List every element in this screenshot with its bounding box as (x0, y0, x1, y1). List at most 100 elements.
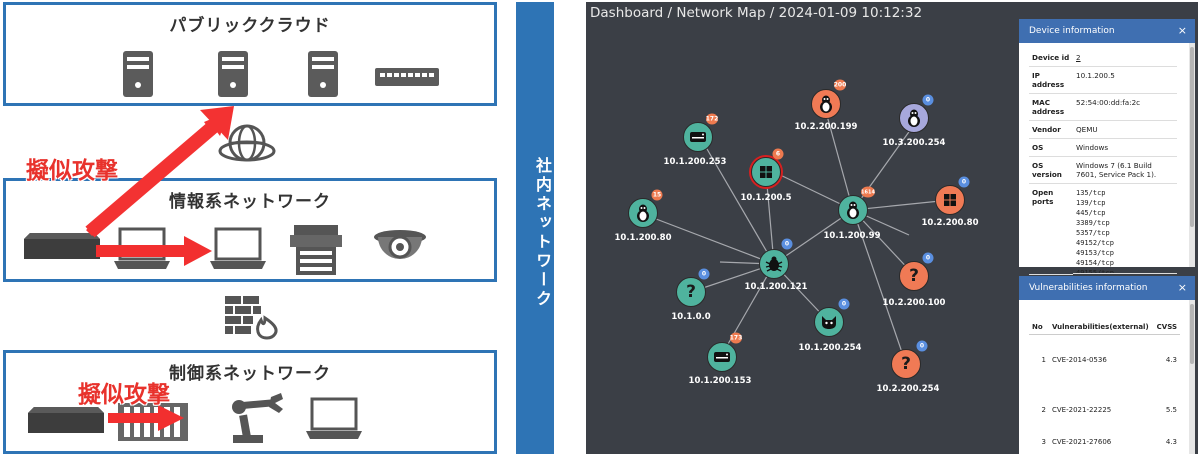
node-10.2.200.254[interactable]: ? (891, 349, 921, 379)
column-header-no[interactable]: No (1029, 320, 1049, 335)
field-label: Device id (1029, 49, 1073, 67)
printer-icon (290, 225, 342, 275)
cve-link[interactable]: CVE-2014-0536 (1052, 355, 1107, 364)
vulnerabilities-panel: Vulnerabilities information × No Vulnera… (1019, 276, 1195, 454)
field-value: Windows 7 (6.1 Build 7601, Service Pack … (1073, 156, 1177, 184)
info-network-zone: 情報系ネットワーク (3, 178, 497, 282)
node-10.1.200.99[interactable] (838, 195, 868, 225)
info-network-title: 情報系ネットワーク (169, 192, 331, 212)
node-label: 10.1.200.5 (740, 193, 792, 203)
attack-arrow (108, 405, 184, 431)
node-10.1.200.254[interactable] (814, 307, 844, 337)
node-10.3.200.254[interactable] (899, 103, 929, 133)
cve-link[interactable]: CVE-2021-22225 (1052, 405, 1112, 414)
node-label: 10.2.200.80 (921, 218, 979, 228)
robot-arm-icon (232, 393, 283, 443)
badge-10.1.200.253: 172 (705, 113, 719, 125)
windows-icon (944, 194, 956, 206)
field-value: Windows (1073, 138, 1177, 157)
attack-arrow (96, 236, 212, 266)
public-cloud-title: パブリッククラウド (169, 16, 331, 36)
row-number: 1 (1041, 355, 1046, 364)
control-network-zone: 制御系ネットワーク 擬似攻撃 (3, 350, 497, 454)
attack-label-1: 擬似攻撃 (26, 158, 118, 184)
attack-arrow-diagonal (85, 106, 234, 238)
cat-icon (822, 316, 836, 329)
internal-network-band: 社内ネットワーク (516, 2, 554, 454)
server-icon (308, 51, 338, 97)
linux-icon (637, 204, 649, 222)
row-number: 3 (1041, 437, 1046, 446)
vulnerabilities-table: No Vulnerabilities(external) CVSS 1 CVE-… (1029, 320, 1180, 449)
attacker-box-icon (28, 407, 104, 433)
vulnerabilities-header: Vulnerabilities information × (1019, 276, 1195, 300)
open-ports-value: 135/tcp 139/tcp 445/tcp 3389/tcp 5357/tc… (1073, 184, 1177, 274)
server-icon (218, 51, 248, 97)
badge-10.2.200.100: 0 (922, 252, 934, 264)
node-10.1.200.253[interactable] (683, 122, 713, 152)
node-10.1.200.121[interactable] (759, 249, 789, 279)
badge-10.1.0.0: 0 (698, 268, 710, 280)
node-label: 10.1.200.253 (663, 157, 727, 167)
node-label: 10.1.200.121 (744, 282, 808, 292)
node-10.2.200.80[interactable] (935, 185, 965, 215)
column-header-cvss[interactable]: CVSS (1153, 320, 1180, 335)
cve-link[interactable]: CVE-2021-27606 (1052, 437, 1112, 446)
network-switch-icon (375, 68, 439, 86)
control-network-title: 制御系ネットワーク (169, 364, 331, 384)
server-icon (123, 51, 153, 97)
field-label: MAC address (1029, 93, 1073, 121)
node-label: 10.1.0.0 (671, 312, 711, 322)
node-label: 10.3.200.254 (882, 138, 946, 148)
node-10.1.200.153[interactable] (707, 342, 737, 372)
device-id-value[interactable]: 2 (1073, 49, 1177, 67)
badge-10.1.200.254: 0 (838, 298, 850, 310)
node-10.1.200.80[interactable] (628, 198, 658, 228)
hdd-icon (714, 352, 730, 362)
node-10.2.200.100[interactable]: ? (899, 261, 929, 291)
badge-10.2.200.199: 200 (833, 79, 847, 91)
node-label: 10.1.200.99 (823, 231, 881, 241)
laptop-icon (210, 227, 266, 269)
node-label: 10.2.200.254 (876, 384, 940, 394)
attacker-box-icon (24, 233, 100, 259)
close-icon[interactable]: × (1177, 24, 1187, 37)
badge-10.3.200.254: 0 (922, 94, 934, 106)
table-row: 3 CVE-2021-27606 4.3 (1029, 435, 1180, 449)
internal-network-label: 社内ネットワーク (533, 157, 552, 309)
question-icon: ? (686, 282, 696, 302)
field-label: OS (1029, 138, 1073, 157)
firewall-icon (225, 296, 278, 340)
node-10.2.200.199[interactable] (811, 89, 841, 119)
row-number: 2 (1041, 405, 1046, 414)
node-10.1.0.0[interactable]: ? (676, 277, 706, 307)
scrollbar[interactable] (1189, 43, 1195, 267)
linux-icon (847, 201, 859, 219)
attack-label-2: 擬似攻撃 (78, 382, 170, 408)
question-icon: ? (909, 266, 919, 286)
node-label: 10.2.200.199 (794, 122, 858, 132)
close-icon[interactable]: × (1177, 281, 1187, 294)
badge-10.1.200.99: 1614 (861, 186, 875, 198)
cvss-score: 4.3 (1165, 437, 1177, 446)
badge-10.1.200.153: 173 (729, 332, 743, 344)
network-map-dashboard: Dashboard / Network Map / 2024-01-09 10:… (586, 2, 1198, 454)
field-label: OS version (1029, 156, 1073, 184)
node-label: 10.1.200.254 (798, 343, 862, 353)
column-header-vulnerabilities[interactable]: Vulnerabilities(external) (1049, 320, 1154, 335)
badge-10.1.200.80: 15 (651, 189, 663, 201)
hdd-icon (690, 132, 706, 142)
linux-icon (820, 95, 832, 113)
badge-10.2.200.254: 0 (916, 340, 928, 352)
device-info-header: Device information × (1019, 19, 1195, 43)
node-10.1.200.5[interactable] (751, 157, 781, 187)
linux-icon (908, 109, 920, 127)
globe-icon (218, 124, 276, 162)
field-value: QEMU (1073, 120, 1177, 139)
security-camera-icon (374, 230, 426, 259)
node-label: 10.2.200.100 (882, 298, 946, 308)
scrollbar[interactable] (1189, 300, 1195, 454)
device-info-title: Device information (1029, 26, 1115, 36)
